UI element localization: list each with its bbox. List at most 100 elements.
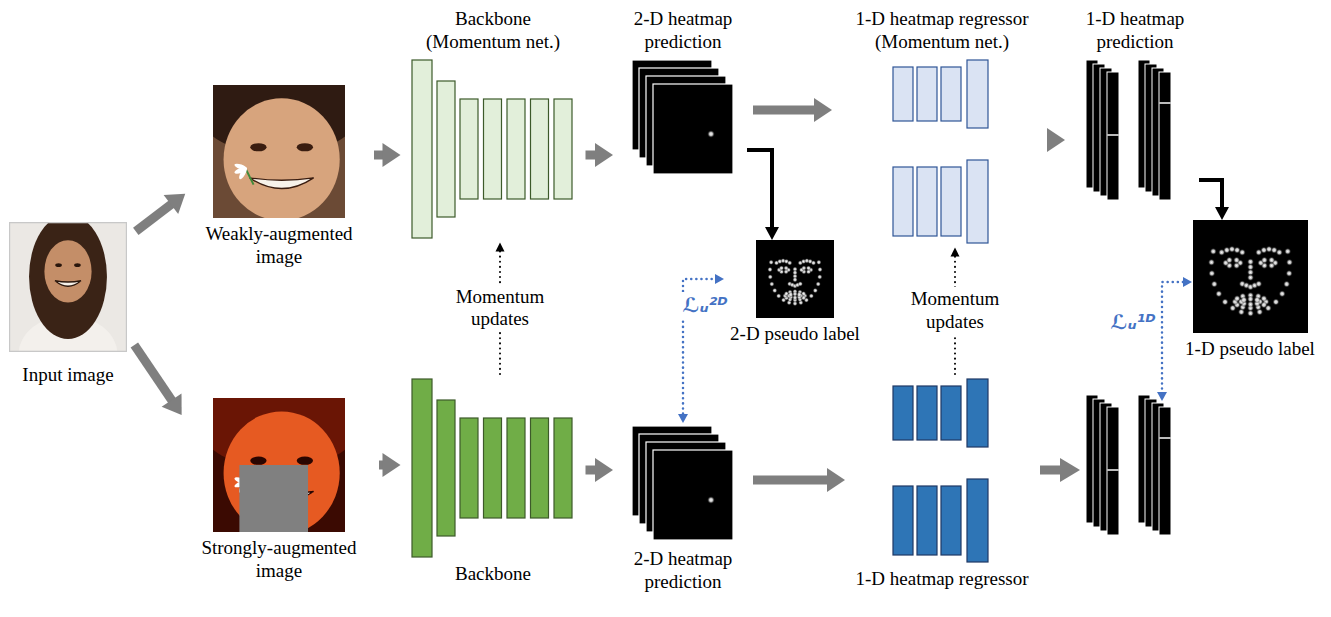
node-label: 2-D heatmap prediction	[623, 548, 743, 594]
arrow-head	[164, 194, 186, 214]
regressor-layers	[892, 378, 992, 563]
illustration	[213, 398, 345, 532]
pseudo-label-arrow	[747, 150, 779, 240]
face	[224, 98, 340, 218]
eye	[250, 143, 266, 151]
landmark-dot	[1246, 295, 1253, 302]
landmark-dot	[797, 281, 803, 287]
weak-augmented-image: Weakly-augmented image	[190, 85, 368, 269]
landmark-dot	[808, 293, 814, 299]
arrow-head	[678, 414, 688, 423]
landmark-dot	[1246, 274, 1253, 281]
regressor: 1-D heatmap regressor	[851, 378, 1033, 591]
smile	[55, 281, 81, 286]
flow-arrow	[136, 194, 185, 232]
heatmap-peak	[1159, 102, 1171, 104]
flow-arrow	[586, 458, 614, 482]
backbone: Backbone	[407, 378, 580, 586]
layer-block	[917, 67, 937, 121]
landmark-dot	[787, 260, 793, 266]
heatmap-strip	[1159, 72, 1171, 200]
flower-petal	[234, 162, 248, 171]
flow-arrow	[134, 345, 181, 415]
layer-block	[893, 67, 913, 121]
landmark-dot	[1285, 259, 1292, 266]
heatmap-background	[1193, 220, 1308, 333]
arrow-head	[496, 243, 505, 252]
landmark-dot	[1232, 257, 1239, 264]
arrow-head	[1215, 207, 1229, 220]
edge-label: Momentum updates	[442, 285, 558, 333]
hair	[29, 222, 107, 339]
illustration	[411, 59, 576, 239]
heatmap-1d: 1-D heatmap prediction	[1071, 8, 1199, 204]
connector-line	[753, 476, 831, 485]
landmark-dot	[767, 274, 773, 280]
arrow-head	[951, 248, 960, 257]
heatmap-channel	[653, 450, 733, 540]
connector-line	[753, 106, 818, 115]
node-label: 1-D pseudo label	[1185, 338, 1315, 361]
eye	[74, 263, 81, 267]
arrow-head	[814, 98, 832, 122]
backbone-layers	[411, 59, 576, 239]
landmark-dot	[817, 274, 823, 280]
arrow-head	[383, 143, 401, 167]
heatmap-channel	[653, 84, 733, 174]
flow-arrow	[1047, 128, 1065, 152]
landmark-dot	[772, 288, 778, 294]
pseudo-label-map	[756, 240, 834, 318]
heatmap-1d-stack	[1086, 395, 1171, 535]
momentum-regressor: 1-D heatmap regressor (Momentum net.)	[838, 8, 1046, 244]
weak-photo	[213, 85, 345, 218]
illustration	[892, 378, 992, 563]
layer-block	[483, 418, 501, 518]
layer-block	[967, 160, 988, 243]
arrow-shaft	[1040, 466, 1062, 475]
landmark-dot	[776, 293, 782, 299]
heatmap-peak	[1159, 437, 1171, 439]
heatmap-peak	[707, 496, 715, 504]
arrow-head	[827, 468, 845, 492]
landmark-dot	[1208, 270, 1215, 277]
layer-block	[941, 486, 961, 555]
landmark-dot	[768, 259, 774, 265]
landmark-dot	[1253, 296, 1260, 303]
layer-block	[460, 99, 478, 199]
landmark-dot	[1221, 298, 1228, 305]
landmark-dot	[1284, 248, 1291, 255]
landmark-dot	[1260, 257, 1267, 264]
layer-block	[437, 81, 455, 217]
landmark-dot	[1255, 280, 1262, 287]
illustration	[756, 240, 834, 318]
node-label: 2-D pseudo label	[730, 323, 860, 346]
input-photo	[9, 222, 127, 352]
layer-block	[412, 379, 432, 557]
node-label: Backbone (Momentum net.)	[418, 8, 568, 54]
node-label: 1-D heatmap prediction	[1075, 8, 1195, 54]
connector-line	[136, 202, 174, 231]
layer-block	[917, 386, 937, 440]
eye	[55, 263, 62, 267]
landmark-dot	[792, 277, 798, 283]
arrow-head	[383, 453, 401, 477]
landmark-dot	[815, 281, 821, 287]
input-image: Input image	[5, 222, 131, 387]
illustration	[1193, 220, 1308, 333]
node-label: 1-D heatmap regressor (Momentum net.)	[842, 8, 1042, 54]
pseudo-label-2d: 2-D pseudo label	[726, 240, 864, 346]
landmark-dot	[783, 265, 789, 271]
layer-block	[437, 400, 455, 536]
edge-label: Momentum updates	[897, 287, 1013, 335]
layer-block	[917, 486, 937, 555]
strong-photo	[213, 398, 345, 532]
dotted-line	[1162, 282, 1183, 392]
eye	[297, 457, 313, 465]
photo-frame	[10, 223, 127, 352]
landmark-dot	[1285, 270, 1292, 277]
layer-block	[530, 99, 548, 199]
node-label: 1-D heatmap regressor	[855, 568, 1028, 591]
arrow-head	[715, 274, 724, 284]
illustration	[1085, 59, 1185, 204]
layer-block	[941, 67, 961, 121]
